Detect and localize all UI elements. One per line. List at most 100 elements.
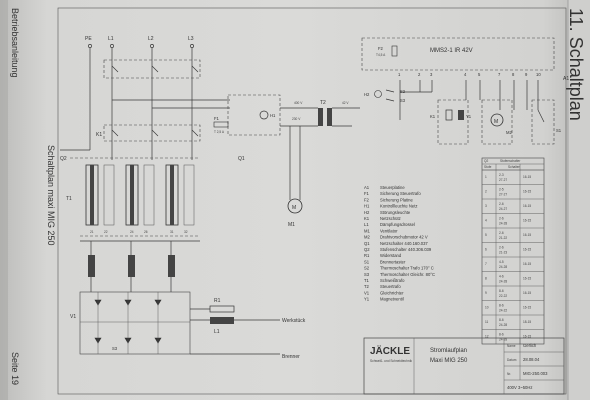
s1-block	[531, 99, 555, 145]
k1-coil	[445, 109, 453, 121]
legend-code: L1	[364, 222, 369, 227]
legend-text: Thermoschalter Trafo 170° C	[380, 266, 434, 271]
m2-block	[481, 99, 513, 145]
table-cell: 16-15	[523, 335, 531, 339]
table-cell: 3	[485, 204, 487, 208]
v1-label: V1	[70, 314, 76, 320]
q1-contact-1	[111, 65, 119, 73]
table-cell: 24-27	[499, 207, 507, 211]
svg-text:7: 7	[498, 72, 501, 77]
l1-choke-label: L1	[214, 329, 220, 335]
fuse-f1	[213, 121, 229, 128]
legend-code: H2	[364, 210, 370, 215]
werkstueck-label: Werkstück	[282, 318, 306, 324]
legend-text: Sicherung Steuertrafo	[380, 191, 421, 196]
legend-code: F1	[364, 191, 370, 196]
company-sub: Schweiß- und Schneidtechnik	[370, 359, 412, 363]
table-cell: 12	[485, 335, 489, 339]
t2-label: T2	[320, 100, 326, 106]
t2-primary	[318, 108, 323, 126]
welding-transformer: Q2 T1 21 22 24 26 31 32	[60, 156, 200, 292]
y1-label: Y1	[466, 114, 472, 119]
t1-terminal: 22	[104, 230, 108, 234]
title-block: JÄCKLE Schweiß- und Schneidtechnik Strom…	[363, 337, 565, 395]
m1-symbol: M	[292, 205, 296, 211]
table-cell: 5	[485, 233, 487, 237]
control-board-a1: MMS2-1 IR 42V F2 T4,5 A A1 1 2 3 4 5 7 8…	[361, 37, 569, 145]
legend-text: Steuertrafo	[380, 284, 401, 289]
brenner-label: Brenner	[282, 354, 300, 360]
table-cell: 9	[485, 291, 487, 295]
table-cell: 16-15	[523, 248, 531, 252]
legend-text: Sicherung Platine	[380, 197, 413, 202]
company-logo: JÄCKLE	[370, 344, 410, 357]
legend-text: Dämpfungsdrossel	[380, 222, 415, 227]
legend-code: A1	[364, 185, 370, 190]
legend-code: V1	[364, 290, 370, 295]
legend-text: Brennertaster	[380, 259, 406, 264]
manual-label: Betriebsanleitung	[10, 8, 20, 78]
table-cell: 21-23	[499, 251, 507, 255]
legend-text: Magnetventil	[380, 297, 404, 302]
legend-text: Drahtvorschubmotor 42 V	[380, 235, 428, 240]
table-cell: 8	[485, 277, 487, 281]
legend-code: S3	[364, 272, 370, 277]
legend-text: Netzschalter 440.160.037	[380, 241, 428, 246]
table-header: Stufenschalter	[500, 159, 521, 163]
number-value: MIG-250.003	[523, 371, 548, 376]
table-cell: 2-6	[499, 246, 504, 250]
svg-text:1: 1	[398, 72, 401, 77]
k1-contact-1	[111, 129, 119, 137]
table-header: Stufe	[484, 165, 492, 169]
table-cell: 24-28	[499, 265, 507, 269]
svg-text:9: 9	[525, 72, 528, 77]
k1-contact-2	[151, 129, 159, 137]
svg-text:5: 5	[478, 72, 481, 77]
control-circuit: H1 F1 T 2,5 A T2 400 V 42 V 230 V M M1	[213, 94, 360, 228]
legend-code: K1	[364, 216, 370, 221]
table-cell: 7	[485, 262, 487, 266]
table-cell: 24-22	[499, 309, 507, 313]
h1-block	[227, 94, 281, 136]
k1-contactor-block	[103, 124, 201, 142]
table-frame	[481, 157, 545, 345]
doc-title: Stromlaufplan	[430, 348, 467, 354]
table-cell: 27-27	[499, 193, 507, 197]
svg-text:8: 8	[512, 72, 515, 77]
f1-label: F1	[214, 116, 220, 121]
t1-terminal: 32	[184, 230, 188, 234]
line-label-l3: L3	[188, 36, 194, 42]
date-value: 28.08.04	[523, 357, 540, 362]
mains-lines: PE L1 L2 L3 K1 Q1	[60, 36, 245, 162]
legend-code: T2	[364, 284, 370, 289]
legend-code: R1	[364, 253, 370, 258]
output-circuit: R1 L1 Werkstück Brenner	[190, 298, 306, 360]
table-cell: 1	[485, 175, 487, 179]
line-label-l2: L2	[148, 36, 154, 42]
table-cell: 8-6	[499, 304, 504, 308]
h2-label: H2	[364, 92, 370, 97]
torch-switch-s1	[537, 109, 545, 123]
table-cell: 6	[485, 248, 487, 252]
wire-feed-motor-m2	[490, 113, 504, 127]
table-cell: 24-28	[499, 323, 507, 327]
table-cell: 16-15	[523, 204, 531, 208]
q1-switch-block	[103, 59, 201, 79]
secondary-coil-2	[128, 255, 135, 277]
terminal-l2	[150, 44, 154, 48]
t1-phase-2	[125, 164, 155, 226]
k1-coil-label: K1	[430, 114, 436, 119]
t2-400v: 400 V	[294, 101, 303, 105]
table-cell: 24-28	[499, 222, 507, 226]
legend-text: Störungsleuchte	[380, 210, 411, 215]
secondary-coil-3	[168, 255, 175, 277]
a1-label: A1	[563, 76, 569, 82]
legend-code: H1	[364, 204, 370, 209]
legend-text: Ventilator	[380, 228, 398, 233]
